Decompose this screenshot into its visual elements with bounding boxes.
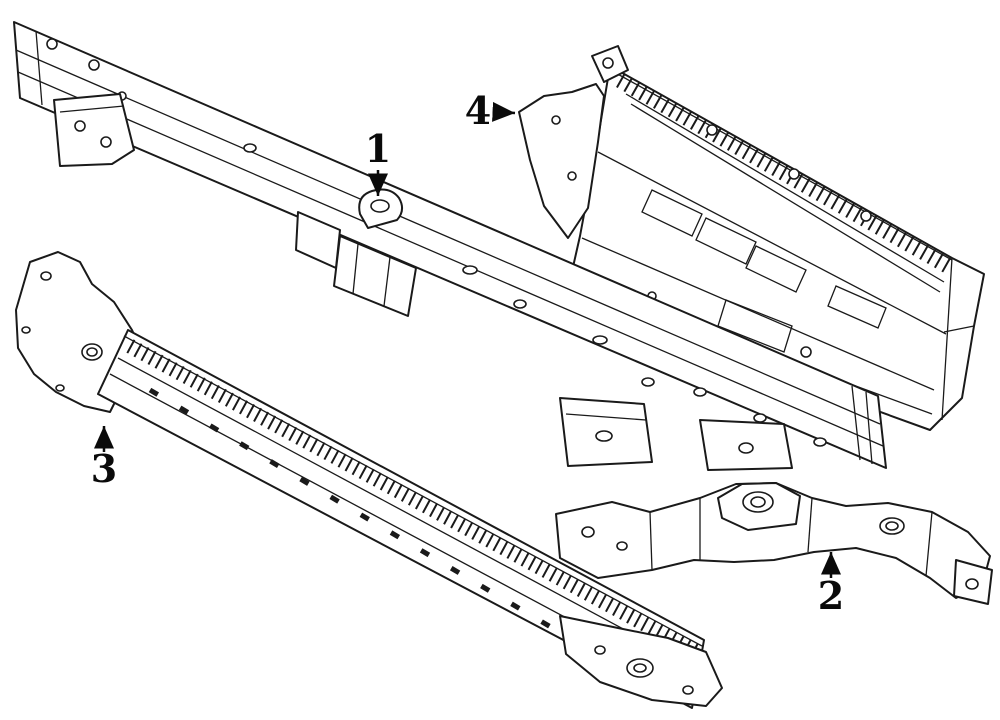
part-2-side-bracket xyxy=(555,482,993,605)
callout-4-arrow xyxy=(492,101,516,122)
part-4-support-panel xyxy=(518,45,985,431)
callout-3-label: 3 xyxy=(91,446,117,491)
callout-4-label: 4 xyxy=(465,88,491,133)
part-3-lower-crossmember xyxy=(15,251,723,709)
tie-bar-left-bracket xyxy=(53,93,135,167)
callout-2-label: 2 xyxy=(818,573,844,618)
part-1-crossmember xyxy=(13,21,887,471)
tie-bar-center-bracket xyxy=(333,235,417,317)
lower-bar-rail xyxy=(97,329,705,709)
callout-4: 4 xyxy=(465,88,516,133)
callout-1: 1 xyxy=(365,126,391,196)
panel-left-bracket xyxy=(518,83,605,239)
panel-hatch-rail xyxy=(616,73,952,273)
callout-2: 2 xyxy=(818,552,844,618)
callout-1-label: 1 xyxy=(365,126,391,171)
callout-3: 3 xyxy=(91,426,117,491)
